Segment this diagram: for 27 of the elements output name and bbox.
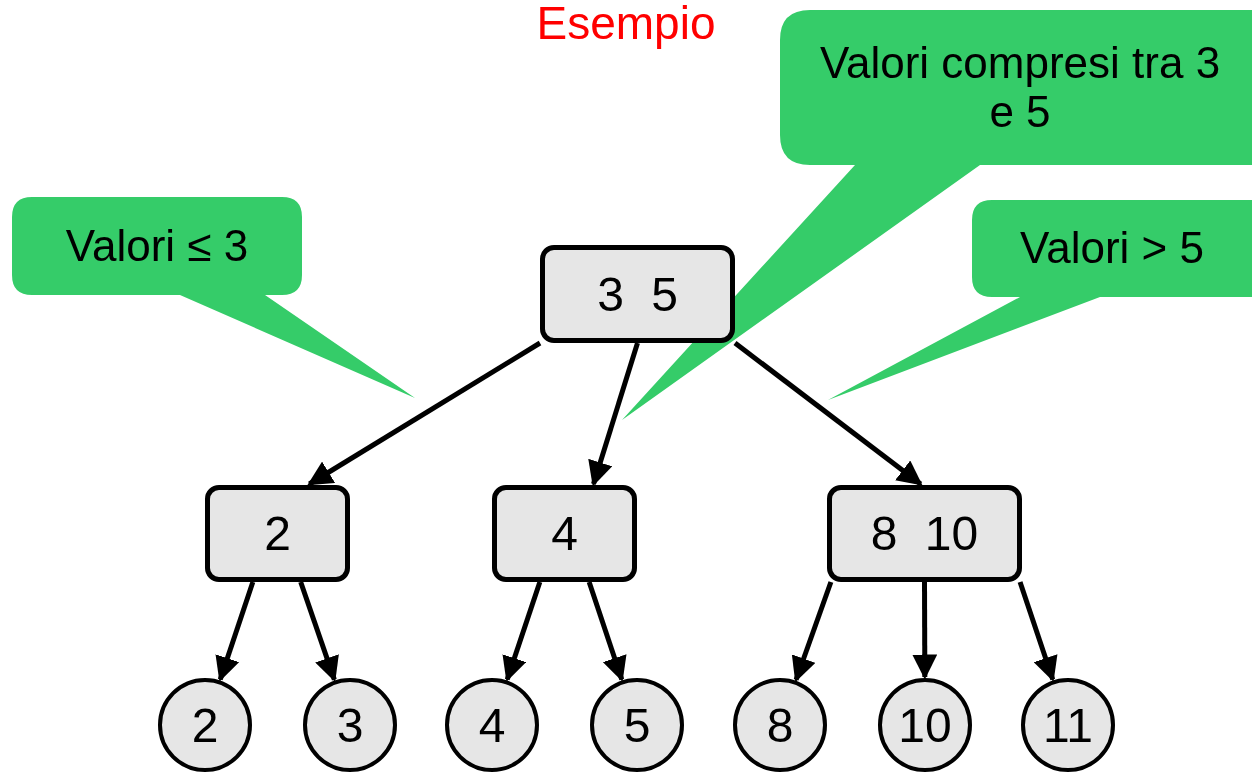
arrow xyxy=(502,581,543,682)
arrow xyxy=(586,581,627,682)
leaf-circle: 5 xyxy=(590,678,684,772)
arrow xyxy=(215,581,256,682)
arrow xyxy=(733,341,923,486)
key-node: 3 5 xyxy=(540,245,735,343)
leaf-circle: 8 xyxy=(733,678,827,772)
callout-text: Valori > 5 xyxy=(1019,222,1205,275)
arrow xyxy=(791,581,834,683)
title: Esempio xyxy=(535,0,717,50)
leaf-circle: 4 xyxy=(445,678,539,772)
arrow xyxy=(912,582,938,680)
leaf-circle: 2 xyxy=(158,678,252,772)
arrow xyxy=(588,342,640,487)
speech-callout xyxy=(12,197,415,398)
key-node: 2 xyxy=(205,485,350,582)
arrow xyxy=(298,581,339,682)
key-node: 4 xyxy=(492,485,637,582)
callout-text: Valori compresi tra 3 e 5 xyxy=(818,37,1222,138)
speech-callout xyxy=(828,200,1252,400)
callout-text: Valori ≤ 3 xyxy=(64,219,250,272)
arrow xyxy=(1017,581,1058,682)
leaf-circle: 11 xyxy=(1021,678,1115,772)
leaf-circle: 3 xyxy=(303,678,397,772)
arrow xyxy=(307,340,542,487)
leaf-circle: 10 xyxy=(878,678,972,772)
key-node: 8 10 xyxy=(827,485,1022,582)
